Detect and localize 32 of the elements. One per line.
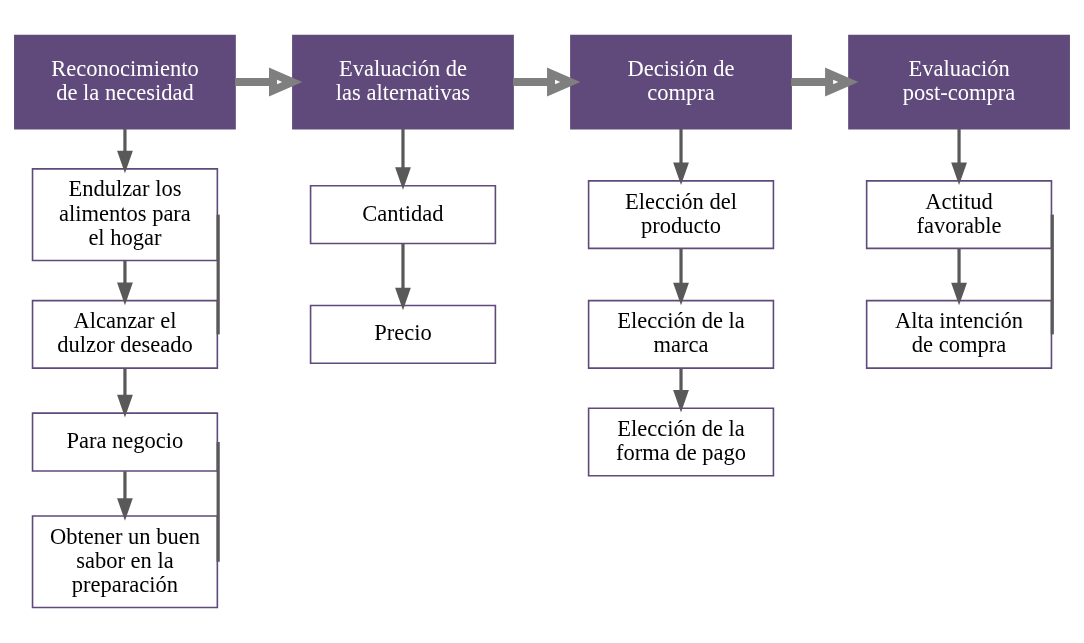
- arrow: [951, 248, 967, 306]
- arrow: [117, 471, 133, 521]
- arrow: [117, 368, 133, 418]
- node-box: Elección de la forma de pago: [587, 407, 775, 477]
- arrow: [673, 248, 689, 306]
- connector: [1050, 214, 1054, 335]
- arrow: [235, 67, 303, 97]
- arrow: [395, 243, 411, 311]
- node-box: Evaluación post-compra: [848, 34, 1070, 130]
- connector: [216, 442, 220, 562]
- arrow: [673, 128, 689, 186]
- node-box: Elección del producto: [587, 180, 775, 250]
- arrow: [513, 67, 581, 97]
- node-box: Decisión de compra: [570, 34, 792, 130]
- node-box: Alta intención de compra: [865, 299, 1053, 369]
- arrow: [951, 128, 967, 186]
- arrow: [395, 128, 411, 190]
- node-box: Evaluación de las alternativas: [292, 34, 514, 130]
- connector: [216, 214, 220, 335]
- node-box: Alcanzar el dulzor deseado: [31, 299, 219, 369]
- node-box: Actitud favorable: [865, 180, 1053, 250]
- node-box: Precio: [309, 304, 497, 365]
- arrow: [117, 260, 133, 306]
- arrow: [117, 128, 133, 174]
- node-box: Elección de la marca: [587, 299, 775, 369]
- node-box: Endulzar los alimentos para el hogar: [31, 168, 219, 262]
- node-box: Cantidad: [309, 184, 497, 245]
- arrow: [791, 67, 859, 97]
- node-box: Para negocio: [31, 412, 219, 472]
- node-box: Obtener un buen sabor en la preparación: [31, 515, 219, 609]
- node-box: Reconocimiento de la necesidad: [14, 34, 236, 130]
- arrow: [673, 368, 689, 413]
